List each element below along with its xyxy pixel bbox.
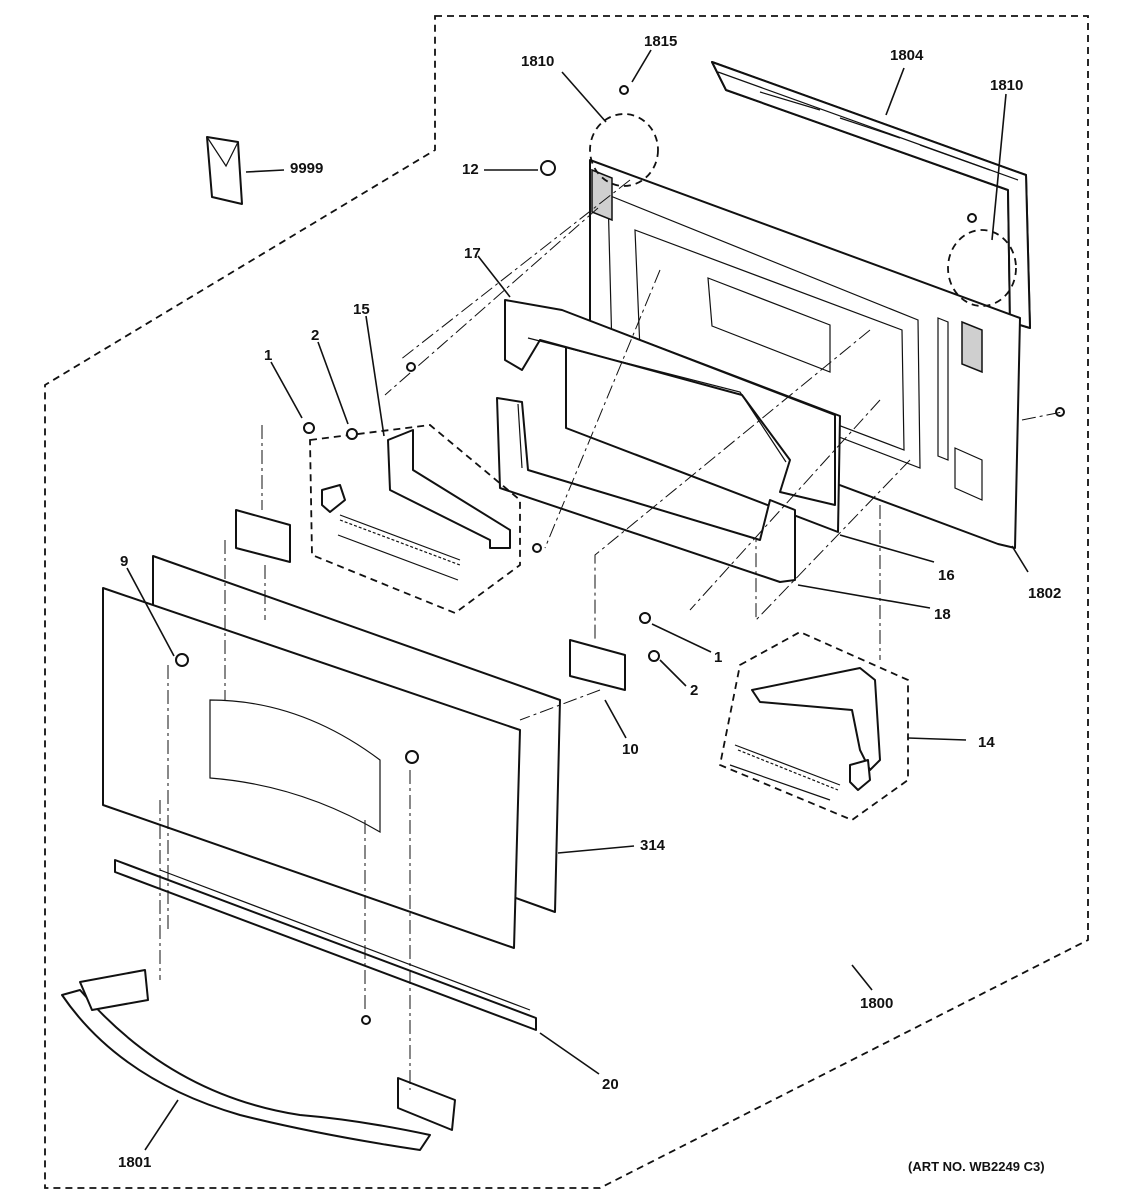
callout-1-right: 1 (714, 649, 722, 666)
callout-1810-left: 1810 (521, 53, 554, 70)
callout-9: 9 (120, 553, 128, 570)
hinge-detail-circle-left (589, 113, 659, 187)
leader-lines (126, 49, 1029, 1151)
handle-trim-bar (114, 859, 537, 1031)
callout-10: 10 (622, 741, 639, 758)
callout-15: 15 (353, 301, 370, 318)
callout-16: 16 (938, 567, 955, 584)
window-frame-upper (504, 299, 836, 506)
callout-labels: 9999 1810 1815 1804 1810 12 17 15 2 1 16… (118, 33, 1061, 1171)
door-gasket-frame (711, 61, 1031, 329)
callout-2-right: 2 (690, 682, 698, 699)
inner-door-panel (589, 159, 1021, 549)
callout-1815: 1815 (644, 33, 677, 50)
callout-18: 18 (934, 606, 951, 623)
callout-20: 20 (602, 1076, 619, 1093)
hinge-assembly-right (718, 630, 909, 822)
window-frame-lower (496, 397, 796, 583)
callout-1801: 1801 (118, 1154, 151, 1171)
callout-314: 314 (640, 837, 666, 854)
door-assembly-outline (44, 15, 1089, 1189)
hinge-bracket-right (569, 639, 626, 691)
callout-1802: 1802 (1028, 585, 1061, 602)
door-outer-panel (102, 587, 521, 949)
callout-2-left: 2 (311, 327, 319, 344)
door-handle (61, 969, 456, 1151)
projection-lines (159, 179, 1063, 1090)
hinge-bracket-left (235, 509, 291, 563)
callout-17: 17 (464, 245, 481, 262)
callout-1800: 1800 (860, 995, 893, 1012)
literature-envelope (206, 136, 243, 205)
callout-14: 14 (978, 734, 995, 751)
callout-9999: 9999 (290, 160, 323, 177)
callout-1-left: 1 (264, 347, 272, 364)
callout-1810-right: 1810 (990, 77, 1023, 94)
callout-12: 12 (462, 161, 479, 178)
screw-set (175, 85, 1065, 1025)
callout-1804: 1804 (890, 47, 924, 64)
hinge-assembly-left (309, 424, 521, 615)
hinge-detail-circle-right (947, 229, 1017, 307)
art-number: (ART NO. WB2249 C3) (908, 1159, 1045, 1174)
